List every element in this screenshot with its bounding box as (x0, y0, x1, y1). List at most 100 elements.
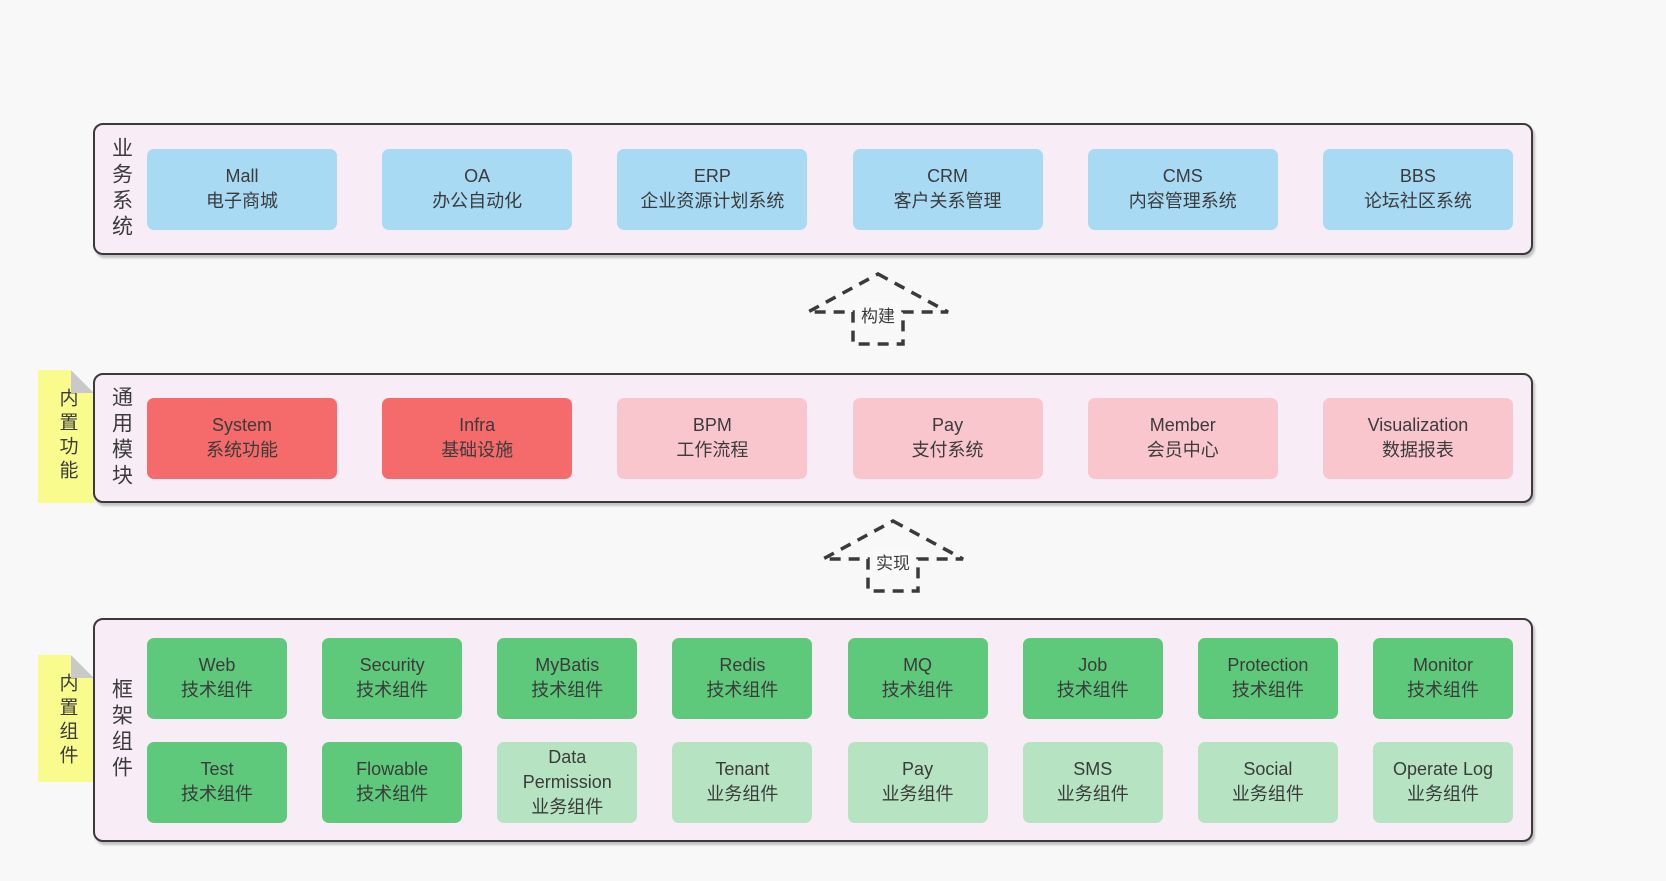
box-subtitle: 业务组件 (531, 796, 604, 817)
note-text: 内置组件 (56, 673, 78, 769)
panel-label: 业务系统 (95, 125, 147, 253)
box-security: Security 技术组件 (322, 637, 463, 719)
panel-framework-components: 框架组件 Web 技术组件 Security 技术组件 MyBatis 技术组件… (93, 618, 1533, 842)
box-title: Visualization (1367, 415, 1469, 435)
box-job: Job 技术组件 (1022, 637, 1163, 719)
box-title: MQ (903, 655, 933, 675)
box-title: CMS (1162, 166, 1203, 186)
panel-label: 框架组件 (95, 620, 147, 840)
box-subtitle: 业务组件 (1406, 784, 1479, 804)
box-subtitle: 会员中心 (1146, 440, 1219, 460)
box-data-permission: Data Permission 业务组件 (497, 741, 638, 823)
components-row-2: Test 技术组件 Flowable 技术组件 Data Permission … (147, 741, 1513, 823)
box-mall: Mall 电子商城 (147, 148, 337, 230)
box-title: Tenant (715, 759, 770, 779)
box-redis: Redis 技术组件 (672, 637, 813, 719)
arrow-label: 构建 (858, 302, 898, 327)
box-cms: CMS 内容管理系统 (1087, 148, 1278, 230)
box-subtitle: 基础设施 (441, 440, 514, 460)
box-title: CRM (927, 166, 969, 186)
folded-corner-icon (71, 655, 94, 678)
box-subtitle: 客户关系管理 (893, 191, 1002, 211)
box-title: Job (1078, 655, 1108, 675)
box-erp: ERP 企业资源计划系统 (617, 148, 808, 230)
box-social: Social 业务组件 (1197, 741, 1338, 823)
box-subtitle: 企业资源计划系统 (640, 191, 785, 211)
box-web: Web 技术组件 (147, 637, 287, 719)
business-boxes-row: Mall 电子商城 OA 办公自动化 ERP 企业资源计划系统 CRM 客户关系… (147, 125, 1531, 253)
box-title: BBS (1399, 166, 1436, 186)
box-title: Pay (902, 759, 934, 779)
note-text: 内置功能 (56, 388, 78, 484)
panel-label-text: 框架组件 (109, 678, 133, 782)
box-subtitle: 工作流程 (676, 440, 749, 460)
box-subtitle: 电子商城 (206, 191, 278, 211)
box-subtitle: 业务组件 (881, 784, 954, 804)
box-sms: SMS 业务组件 (1022, 741, 1163, 823)
box-title: Infra (459, 415, 496, 435)
panel-label-text: 通用模块 (109, 386, 133, 490)
box-title: ERP (693, 166, 731, 186)
box-title: Mall (225, 166, 259, 186)
box-subtitle: 技术组件 (531, 680, 604, 700)
box-title: System (211, 415, 272, 435)
box-tenant: Tenant 业务组件 (672, 741, 813, 823)
box-test: Test 技术组件 (147, 741, 287, 823)
box-subtitle: 技术组件 (1406, 680, 1479, 700)
box-subtitle: 论坛社区系统 (1363, 191, 1472, 211)
box-subtitle: 业务组件 (1231, 784, 1304, 804)
box-title: Data Permission (522, 746, 612, 792)
modules-boxes-row: System 系统功能 Infra 基础设施 BPM 工作流程 Pay 支付系统… (147, 375, 1531, 501)
box-title: Web (198, 655, 236, 675)
box-subtitle: 系统功能 (206, 440, 278, 460)
box-visualization: Visualization 数据报表 (1322, 397, 1513, 479)
box-pay-system: Pay 支付系统 (852, 397, 1043, 479)
arrow-label: 实现 (873, 549, 913, 574)
box-subtitle: 技术组件 (1231, 680, 1304, 700)
box-oa: OA 办公自动化 (382, 148, 573, 230)
box-title: Protection (1227, 655, 1309, 675)
box-title: BPM (692, 415, 732, 435)
box-subtitle: 技术组件 (356, 784, 429, 804)
box-subtitle: 业务组件 (706, 784, 779, 804)
components-row-1: Web 技术组件 Security 技术组件 MyBatis 技术组件 Redi… (147, 637, 1513, 719)
box-member: Member 会员中心 (1087, 397, 1278, 479)
box-subtitle: 技术组件 (706, 680, 779, 700)
up-arrow-dashed-icon (822, 519, 964, 593)
box-subtitle: 技术组件 (181, 784, 253, 804)
box-subtitle: 技术组件 (1056, 680, 1129, 700)
box-title: OA (464, 166, 491, 186)
box-subtitle: 办公自动化 (432, 191, 523, 211)
box-infra: Infra 基础设施 (382, 397, 573, 479)
box-title: Pay (932, 415, 964, 435)
box-subtitle: 内容管理系统 (1128, 191, 1237, 211)
box-title: Test (200, 759, 234, 779)
box-subtitle: 业务组件 (1056, 784, 1129, 804)
box-bbs: BBS 论坛社区系统 (1322, 148, 1513, 230)
box-title: Monitor (1412, 655, 1473, 675)
components-boxes: Web 技术组件 Security 技术组件 MyBatis 技术组件 Redi… (147, 620, 1531, 840)
box-subtitle: 支付系统 (911, 440, 984, 460)
box-title: SMS (1073, 759, 1113, 779)
arrow-build: 构建 (805, 271, 951, 347)
box-title: MyBatis (535, 655, 600, 675)
box-title: Operate Log (1392, 759, 1494, 779)
box-pay-biz: Pay 业务组件 (847, 741, 988, 823)
box-title: Flowable (356, 759, 429, 779)
box-bpm: BPM 工作流程 (617, 397, 808, 479)
arrow-implement: 实现 (820, 518, 966, 594)
box-mybatis: MyBatis 技术组件 (497, 637, 638, 719)
panel-business-systems: 业务系统 Mall 电子商城 OA 办公自动化 ERP 企业资源计划系统 CRM… (93, 123, 1533, 255)
box-system: System 系统功能 (147, 397, 337, 479)
sticky-note-builtin-components: 内置组件 (38, 655, 94, 782)
box-subtitle: 数据报表 (1381, 440, 1454, 460)
panel-label: 通用模块 (95, 375, 147, 501)
box-subtitle: 技术组件 (356, 680, 429, 700)
box-flowable: Flowable 技术组件 (322, 741, 463, 823)
box-crm: CRM 客户关系管理 (852, 148, 1043, 230)
box-protection: Protection 技术组件 (1197, 637, 1338, 719)
box-subtitle: 技术组件 (881, 680, 954, 700)
panel-label-text: 业务系统 (109, 137, 133, 241)
box-operate-log: Operate Log 业务组件 (1372, 741, 1513, 823)
sticky-note-builtin-functions: 内置功能 (38, 370, 94, 503)
